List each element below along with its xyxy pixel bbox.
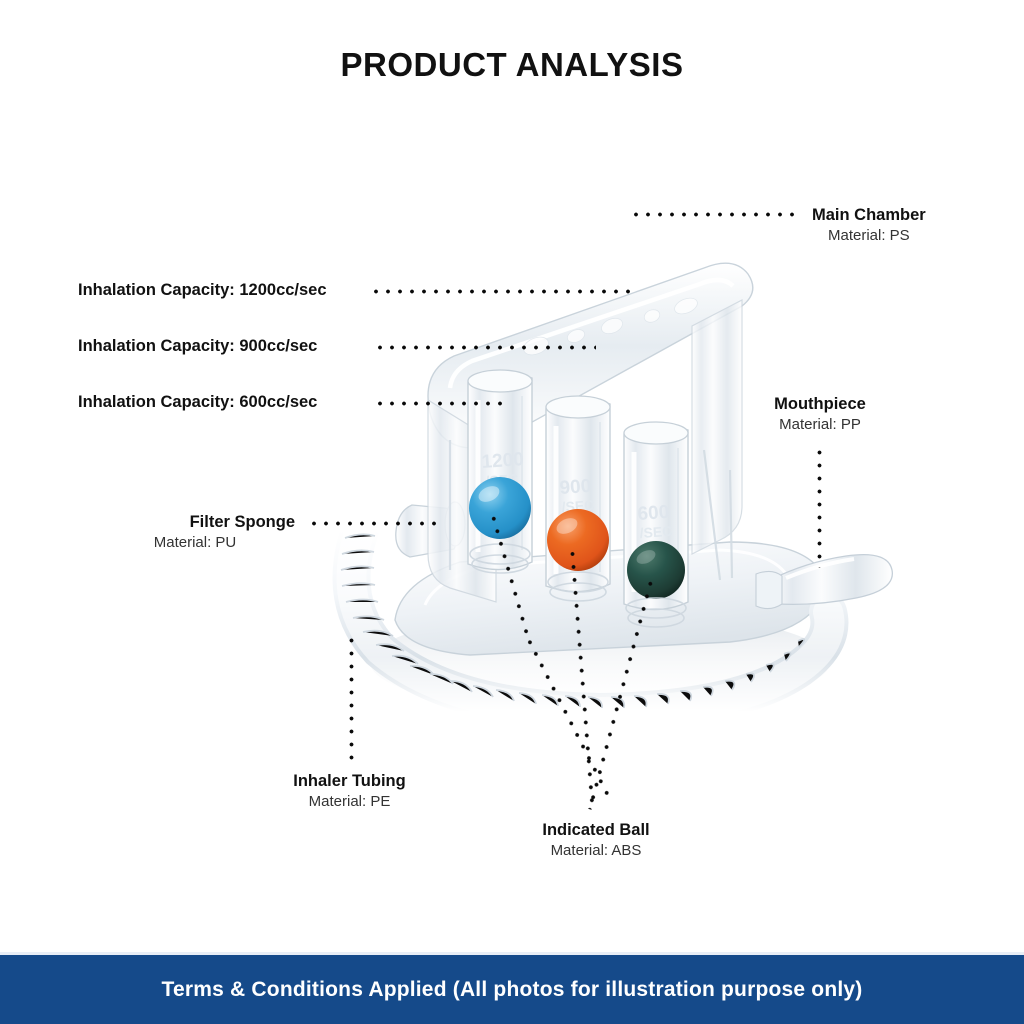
callout-indicated-ball-material: Material: ABS bbox=[550, 841, 642, 859]
leader-main-chamber bbox=[630, 212, 798, 217]
capacity-label-900: Inhalation Capacity: 900cc/sec bbox=[78, 337, 318, 355]
leader-capacity-900 bbox=[374, 345, 596, 350]
capacity-label-600: Inhalation Capacity: 600cc/sec bbox=[78, 393, 318, 411]
svg-text:900: 900 bbox=[559, 476, 592, 499]
footer-banner: Terms & Conditions Applied (All photos f… bbox=[0, 952, 1024, 1024]
callout-main-chamber-title: Main Chamber bbox=[812, 206, 926, 224]
leader-filter-sponge bbox=[308, 521, 436, 526]
callout-filter-sponge-title: Filter Sponge bbox=[189, 513, 295, 531]
callout-filter-sponge-material: Material: PU bbox=[153, 533, 237, 551]
callout-filter-sponge: Filter Sponge Material: PU bbox=[95, 512, 295, 552]
callout-main-chamber-material: Material: PS bbox=[827, 226, 910, 244]
capacity-label-1200: Inhalation Capacity: 1200cc/sec bbox=[78, 281, 327, 299]
svg-text:1200: 1200 bbox=[481, 449, 525, 473]
leader-inhaler-tubing bbox=[349, 634, 354, 762]
callout-indicated-ball: Indicated Ball Material: ABS bbox=[522, 820, 670, 860]
leader-capacity-1200 bbox=[370, 289, 638, 294]
product-image-spirometer: 1200 /SEC 900 /SEC 600 /SEC bbox=[300, 150, 900, 770]
callout-mouthpiece-title: Mouthpiece bbox=[774, 395, 866, 413]
callout-inhaler-tubing-title: Inhaler Tubing bbox=[293, 772, 406, 790]
callout-inhaler-tubing: Inhaler Tubing Material: PE bbox=[277, 771, 422, 811]
callout-inhaler-tubing-material: Material: PE bbox=[308, 792, 391, 810]
page-title: PRODUCT ANALYSIS bbox=[340, 46, 684, 83]
leader-mouthpiece bbox=[817, 446, 822, 568]
callout-mouthpiece: Mouthpiece Material: PP bbox=[756, 394, 884, 434]
callout-mouthpiece-material: Material: PP bbox=[779, 415, 861, 433]
leader-capacity-600 bbox=[374, 401, 504, 406]
svg-text:/SEC: /SEC bbox=[639, 523, 673, 541]
footer-disclaimer-text: Terms & Conditions Applied (All photos f… bbox=[161, 977, 863, 1001]
svg-text:600: 600 bbox=[637, 502, 670, 525]
callout-indicated-ball-title: Indicated Ball bbox=[542, 821, 650, 839]
callout-main-chamber: Main Chamber Material: PS bbox=[812, 205, 926, 245]
ball-group bbox=[469, 477, 685, 599]
